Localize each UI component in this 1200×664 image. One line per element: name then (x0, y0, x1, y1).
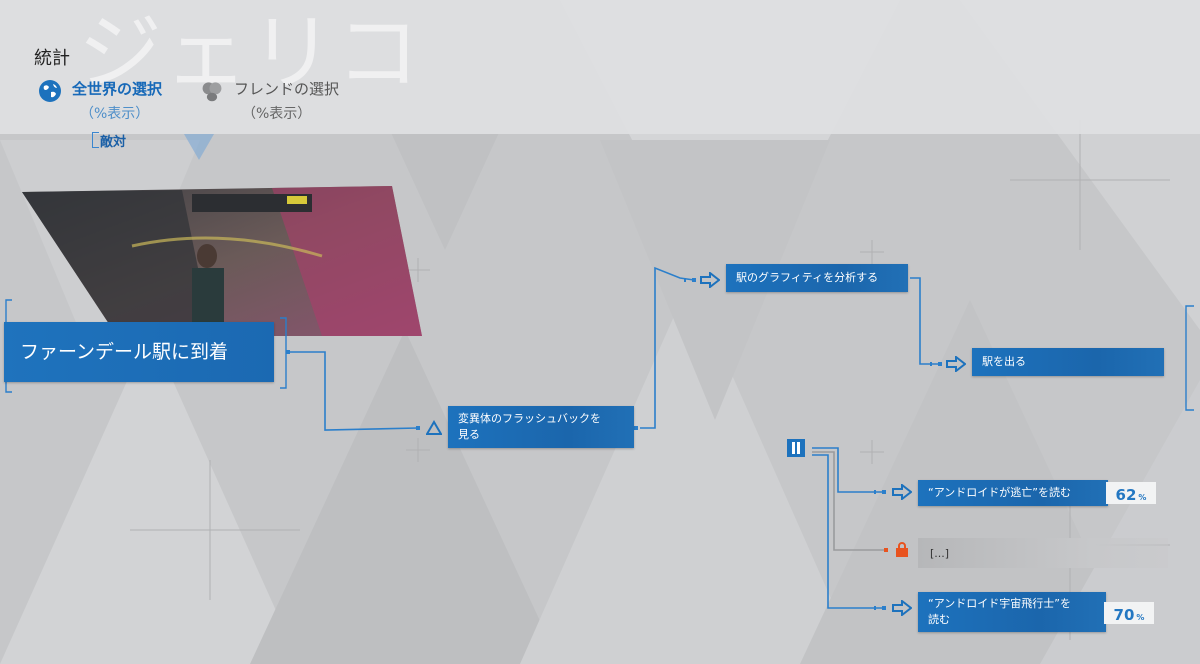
percent-value: 70 (1113, 606, 1135, 624)
chapter-watermark: ジェリコ (78, 4, 423, 102)
scene-thumbnail (22, 186, 422, 336)
filter-global-sub: （%表示） (80, 106, 150, 122)
branch-icon (787, 439, 805, 457)
node-flashback[interactable]: 変異体のフラッシュバックを 見る (448, 406, 634, 448)
filter-global-label: 全世界の選択 (72, 80, 163, 98)
node-analyze-graffiti-label: 駅のグラフィティを分析する (736, 271, 879, 284)
node-read-android-astronaut-label-2: 読む (928, 613, 950, 626)
bracket-decoration (92, 132, 99, 148)
triangle-marker (184, 134, 214, 160)
stats-panel (0, 0, 1200, 134)
arrow-right-icon (892, 484, 912, 500)
node-arrive-station-label: ファーンデール駅に到着 (20, 341, 229, 363)
globe-icon (39, 80, 61, 102)
arrow-right-icon (700, 272, 720, 288)
node-locked: [...] (918, 538, 1168, 568)
node-read-android-astronaut-label-1: “アンドロイド宇宙飛行士”を (928, 597, 1071, 610)
node-flashback-label-2: 見る (458, 428, 480, 441)
node-exit-station-label: 駅を出る (982, 355, 1026, 368)
node-read-android-astronaut[interactable]: “アンドロイド宇宙飛行士”を 読む (918, 592, 1106, 632)
triangle-button-icon (426, 420, 442, 435)
node-flashback-label-1: 変異体のフラッシュバックを (458, 412, 601, 425)
filter-friends-label: フレンドの選択 (234, 80, 340, 98)
filter-global-choices[interactable]: 全世界の選択 （%表示） (38, 78, 162, 123)
node-arrive-station[interactable]: ファーンデール駅に到着 (4, 322, 274, 382)
filter-friends-sub: （%表示） (242, 106, 312, 122)
node-read-android-escape-label: “アンドロイドが逃亡”を読む (928, 486, 1071, 499)
friends-icon (202, 82, 222, 102)
node-analyze-graffiti[interactable]: 駅のグラフィティを分析する (726, 264, 908, 292)
filter-friends-choices[interactable]: フレンドの選択 （%表示） (200, 78, 339, 123)
hostile-label: 敵対 (100, 135, 127, 150)
arrow-right-icon (946, 356, 966, 372)
arrow-right-icon (892, 600, 912, 616)
lock-icon (896, 542, 908, 557)
percent-unit: % (1136, 613, 1145, 622)
node-exit-station[interactable]: 駅を出る (972, 348, 1164, 376)
node-locked-label: [...] (930, 546, 950, 560)
page-title: 統計 (34, 48, 70, 69)
percent-badge: 70% (1104, 602, 1154, 624)
node-read-android-escape[interactable]: “アンドロイドが逃亡”を読む (918, 480, 1108, 506)
percent-value: 62 (1115, 486, 1137, 504)
percent-badge: 62% (1106, 482, 1156, 504)
percent-unit: % (1138, 493, 1147, 502)
